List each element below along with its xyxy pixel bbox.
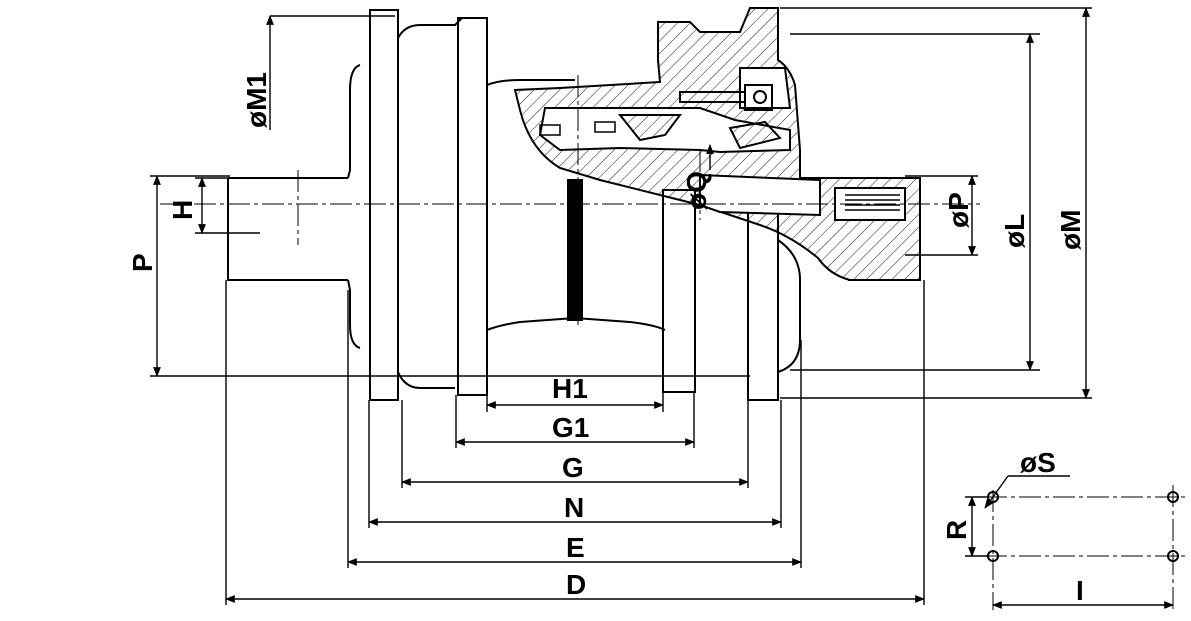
label-d: D — [566, 569, 586, 600]
bolt-hole — [1167, 491, 1179, 503]
left-outer-flange — [369, 9, 399, 401]
label-r: R — [941, 520, 972, 540]
label-m1: øM1 — [241, 72, 272, 128]
label-s: øS — [1020, 447, 1056, 478]
left-shaft — [227, 177, 348, 281]
bolt-pattern-detail — [965, 475, 1185, 610]
label-h: H — [167, 200, 198, 220]
label-g1: G1 — [552, 412, 589, 443]
label-m: øM — [1055, 210, 1086, 250]
dimension-lines — [150, 7, 1092, 605]
label-phi-p: øP — [943, 192, 974, 228]
label-e: E — [566, 532, 585, 563]
label-n: N — [564, 492, 584, 523]
label-p: P — [127, 253, 158, 272]
left-inner-flange — [457, 17, 488, 396]
label-h1: H1 — [552, 373, 588, 404]
label-i: I — [1076, 575, 1084, 606]
label-q: øQ — [681, 171, 712, 210]
left-hub — [347, 64, 361, 349]
section-view — [513, 7, 921, 321]
label-l: øL — [999, 214, 1030, 248]
bolt-hole — [1167, 550, 1179, 562]
label-g: G — [562, 452, 584, 483]
tread-band — [567, 179, 583, 321]
right-outer-flange — [747, 209, 779, 401]
right-inner-flange — [662, 189, 696, 393]
center-lines — [160, 75, 980, 325]
